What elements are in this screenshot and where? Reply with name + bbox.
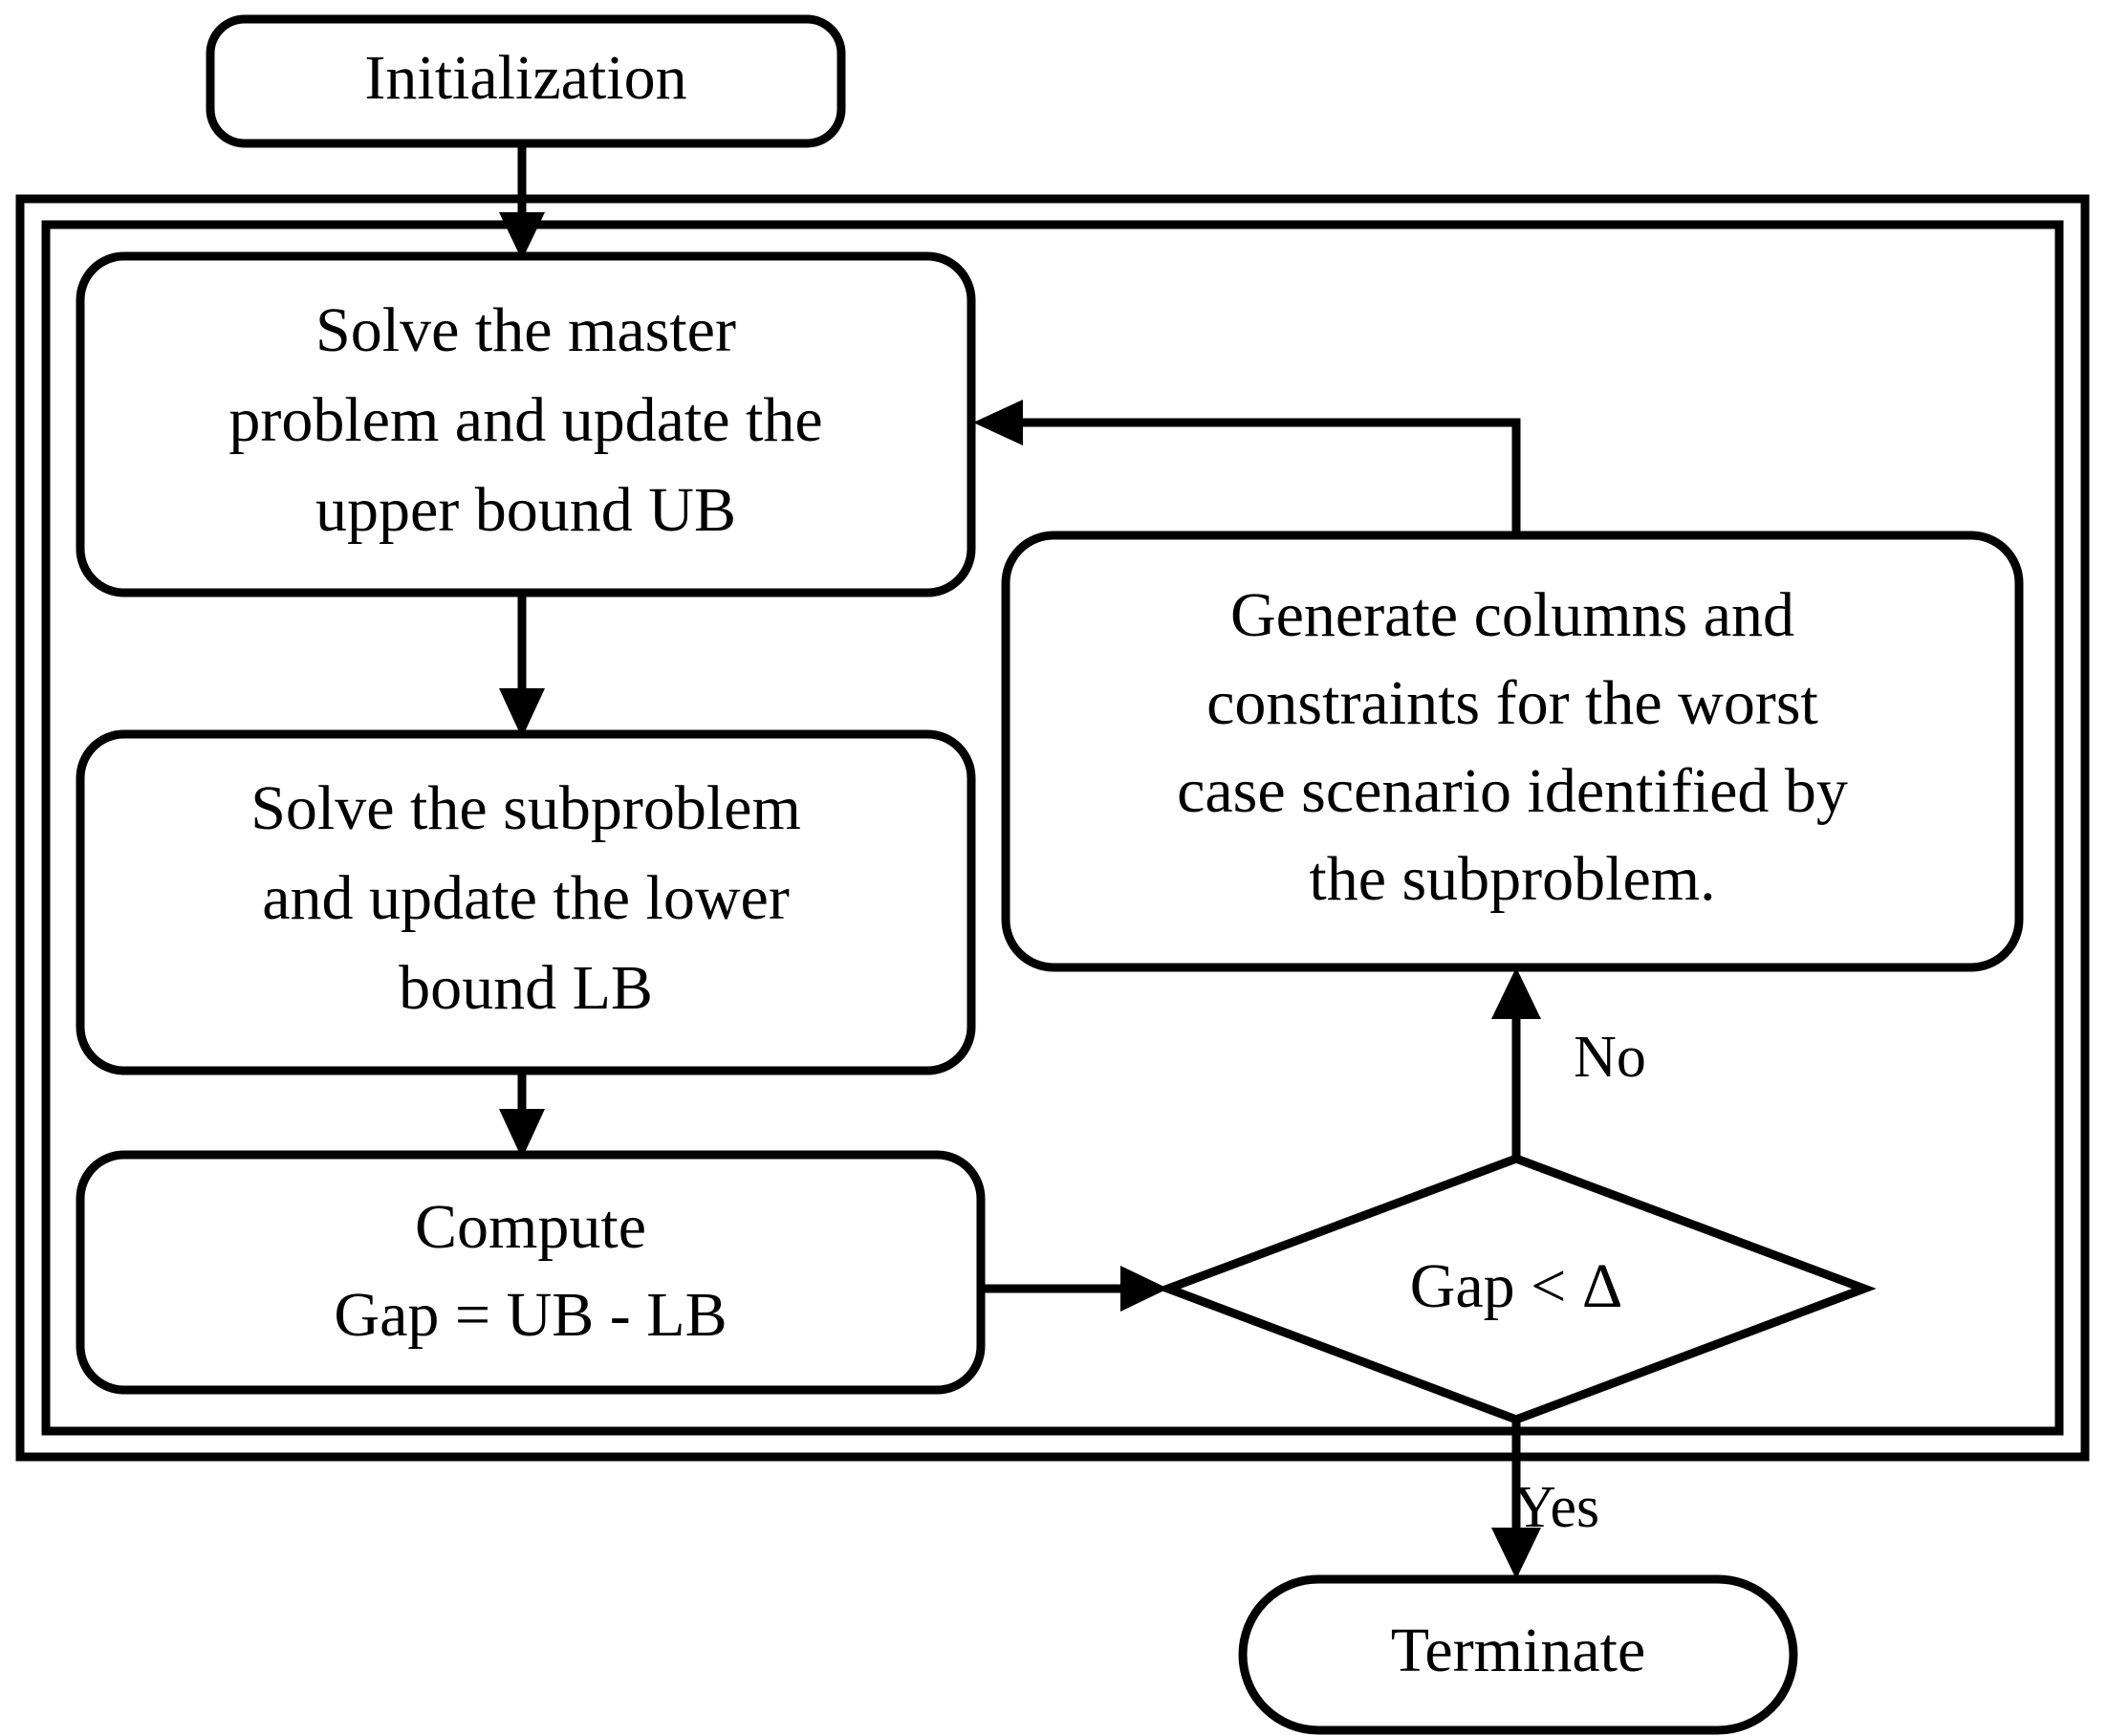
loop-boundary-inner [41, 220, 2064, 1436]
node-gap-decision-label: Gap < Δ [1410, 1251, 1623, 1321]
arrowhead-decision-yes-to-terminate [1491, 1528, 1541, 1579]
arrowhead-generate-to-master [973, 400, 1023, 445]
node-generate-columns-line-2: constraints for the worst [1206, 668, 1818, 738]
arrowhead-compute-to-decision [1120, 1266, 1168, 1312]
node-compute-gap-line-2: Gap = UB - LB [334, 1280, 727, 1350]
edge-label-no: No [1574, 1025, 1646, 1090]
node-master-problem[interactable]: Solve the master problem and update the … [76, 251, 976, 597]
node-terminate-label: Terminate [1391, 1616, 1646, 1685]
node-terminate-shape [1238, 1574, 1798, 1735]
node-initialization-shape [206, 14, 846, 148]
node-master-problem-line-2: problem and update the [228, 385, 822, 455]
arrowhead-init-to-master [499, 212, 545, 260]
node-subproblem-shape [76, 729, 976, 1075]
node-subproblem-line-1: Solve the subproblem [250, 773, 801, 843]
loop-boundary-outer [15, 194, 2090, 1462]
node-subproblem-line-3: bound LB [399, 953, 653, 1023]
node-subproblem[interactable]: Solve the subproblem and update the lowe… [76, 729, 976, 1075]
node-initialization-label: Initialization [364, 43, 686, 113]
edge-label-yes: Yes [1513, 1475, 1599, 1540]
arrowhead-subproblem-to-compute [499, 1109, 545, 1159]
arrowhead-decision-no-to-generate [1491, 967, 1541, 1019]
edge-generate-to-master [1002, 418, 1521, 535]
node-master-problem-shape [76, 251, 976, 597]
node-subproblem-line-2: and update the lower [262, 863, 790, 933]
node-terminate[interactable]: Terminate [1238, 1574, 1798, 1735]
node-generate-columns[interactable]: Generate columns and constraints for the… [1001, 531, 2024, 972]
node-generate-columns-line-4: the subproblem. [1309, 844, 1715, 914]
node-master-problem-line-3: upper bound UB [315, 475, 736, 545]
node-gap-decision[interactable]: Gap < Δ [1156, 1154, 1877, 1424]
node-gap-decision-shape [1156, 1154, 1877, 1424]
node-generate-columns-line-1: Generate columns and [1230, 580, 1794, 650]
node-initialization[interactable]: Initialization [206, 14, 846, 148]
node-generate-columns-shape [1001, 531, 2024, 972]
node-compute-gap[interactable]: Compute Gap = UB - LB [76, 1150, 986, 1395]
node-master-problem-line-1: Solve the master [315, 295, 736, 365]
node-compute-gap-shape [76, 1150, 986, 1395]
arrowhead-master-to-subproblem [499, 688, 545, 738]
node-compute-gap-line-1: Compute [415, 1192, 646, 1262]
node-generate-columns-line-3: case scenario identified by [1177, 756, 1848, 826]
